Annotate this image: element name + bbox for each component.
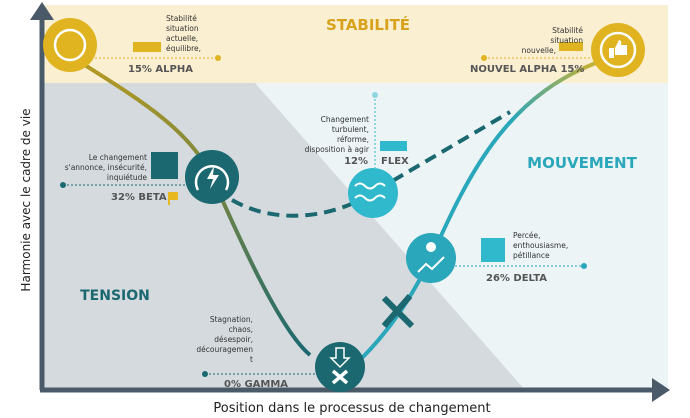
x-axis-label: Position dans le processus de changement <box>213 401 490 416</box>
gamma-node <box>315 342 365 392</box>
gamma-desc: chaos, <box>229 325 253 334</box>
gamma-desc: désespoir, <box>214 335 253 344</box>
zone-label-mouvement: MOUVEMENT <box>527 154 637 172</box>
lightning-cycle-icon <box>207 166 219 189</box>
flex-desc: turbulent, <box>332 125 369 134</box>
gamma-label: 0% GAMMA <box>224 379 288 390</box>
gamma-desc: t <box>250 355 253 364</box>
beta-flag-icon <box>168 192 178 205</box>
beta-label: 32% BETA <box>111 192 167 203</box>
flex-node <box>348 168 398 218</box>
refresh-cycle-icon <box>53 28 87 62</box>
y-axis-label: Harmonie avec le cadre de vie <box>19 108 33 291</box>
delta-desc: enthousiasme, <box>513 241 568 250</box>
delta-desc: Percée, <box>513 231 541 240</box>
delta-node <box>406 233 456 283</box>
gamma-desc: découragemen <box>196 345 253 354</box>
x-icon <box>331 369 349 385</box>
gamma-desc: Stagnation, <box>210 315 253 324</box>
delta-marker <box>481 238 505 262</box>
zone-label-tension: TENSION <box>80 288 150 304</box>
thumbs-up-cycle-icon <box>609 40 627 58</box>
flex-pct: 12% <box>344 156 368 167</box>
alpha-label: 15% ALPHA <box>128 64 193 75</box>
alpha-desc: Stabilité <box>166 14 197 23</box>
cross-mark-icon <box>381 294 415 329</box>
alpha-desc: équilibre, <box>166 44 201 53</box>
new-alpha-node <box>591 23 645 77</box>
beta-desc: s'annonce, insécurité, <box>65 163 147 172</box>
lightbulb-growth-icon <box>426 242 436 252</box>
curve-ascent <box>358 56 611 362</box>
flex-desc: disposition à agir <box>305 145 370 154</box>
zone-label-stabilite: STABILITÉ <box>326 15 410 34</box>
new-alpha-desc: nouvelle, <box>522 46 556 55</box>
flex-desc: réforme, <box>337 135 369 144</box>
flex-marker <box>380 141 407 151</box>
delta-label: 26% DELTA <box>486 273 547 284</box>
y-axis-arrow-icon <box>30 2 54 20</box>
new-alpha-marker <box>559 42 583 51</box>
new-alpha-desc: situation <box>550 36 583 45</box>
beta-marker <box>151 152 178 179</box>
flex-desc: Changement <box>321 115 369 124</box>
beta-desc: Le changement <box>89 153 147 162</box>
delta-desc: pétillance <box>513 251 550 260</box>
new-alpha-label: NOUVEL ALPHA 15% <box>470 64 584 75</box>
alpha-desc: actuelle, <box>166 34 198 43</box>
beta-desc: inquiétude <box>107 173 148 182</box>
alpha-node <box>43 18 97 72</box>
x-axis-arrow-icon <box>652 378 670 402</box>
down-arrow-icon <box>329 347 351 369</box>
flex-label: FLEX <box>381 156 409 167</box>
alpha-marker <box>133 42 161 52</box>
waves-arrows-icon <box>354 182 386 202</box>
new-alpha-desc: Stabilité <box>552 26 583 35</box>
beta-node <box>185 150 239 204</box>
alpha-desc: situation <box>166 24 199 33</box>
